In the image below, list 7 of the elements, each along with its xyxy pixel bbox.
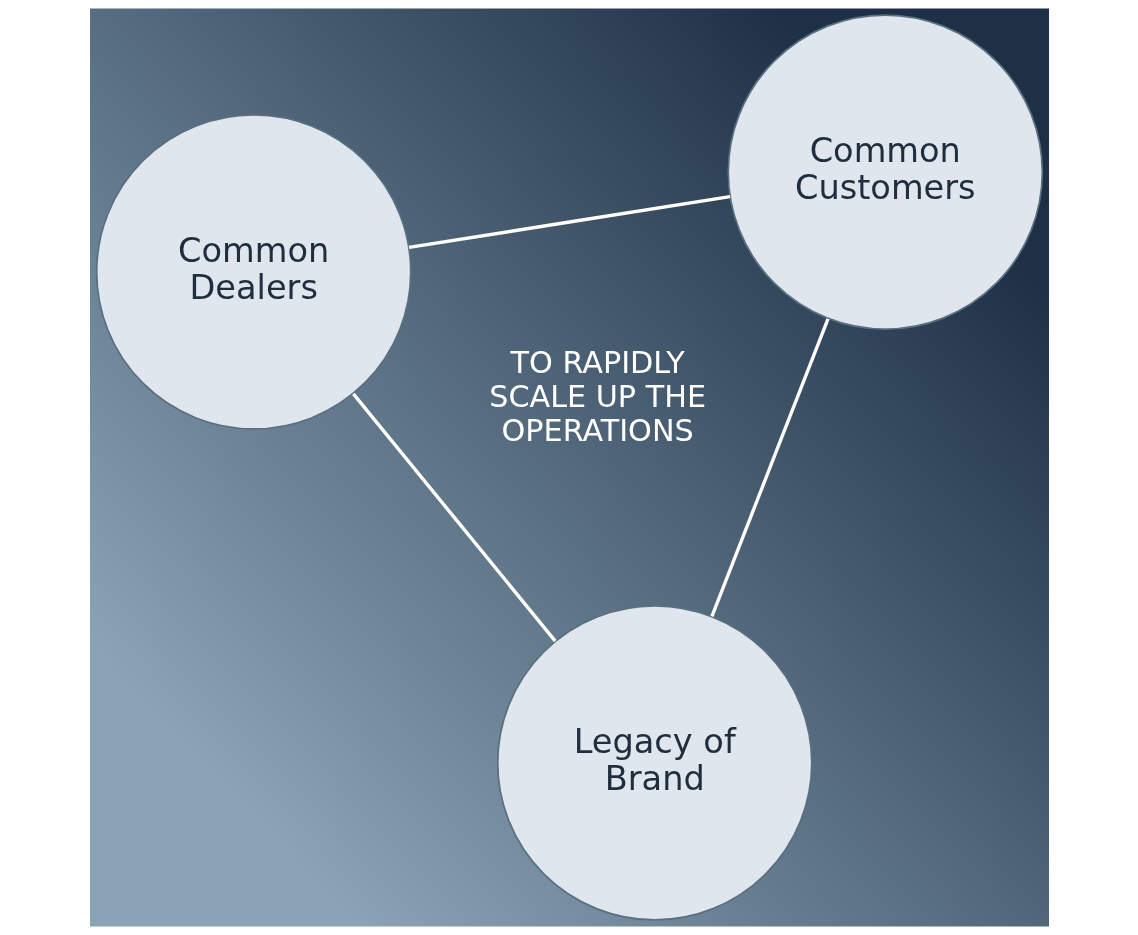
node-circle: Legacy of Brand: [496, 605, 813, 921]
node-circle: Common Customers: [726, 14, 1043, 330]
connector: [351, 392, 557, 643]
label: TO RAPIDLY SCALE UP THE OPERATIONS: [488, 345, 706, 448]
node-circle: Common Dealers: [95, 114, 412, 430]
connector: [709, 318, 830, 617]
connector: [408, 195, 730, 250]
